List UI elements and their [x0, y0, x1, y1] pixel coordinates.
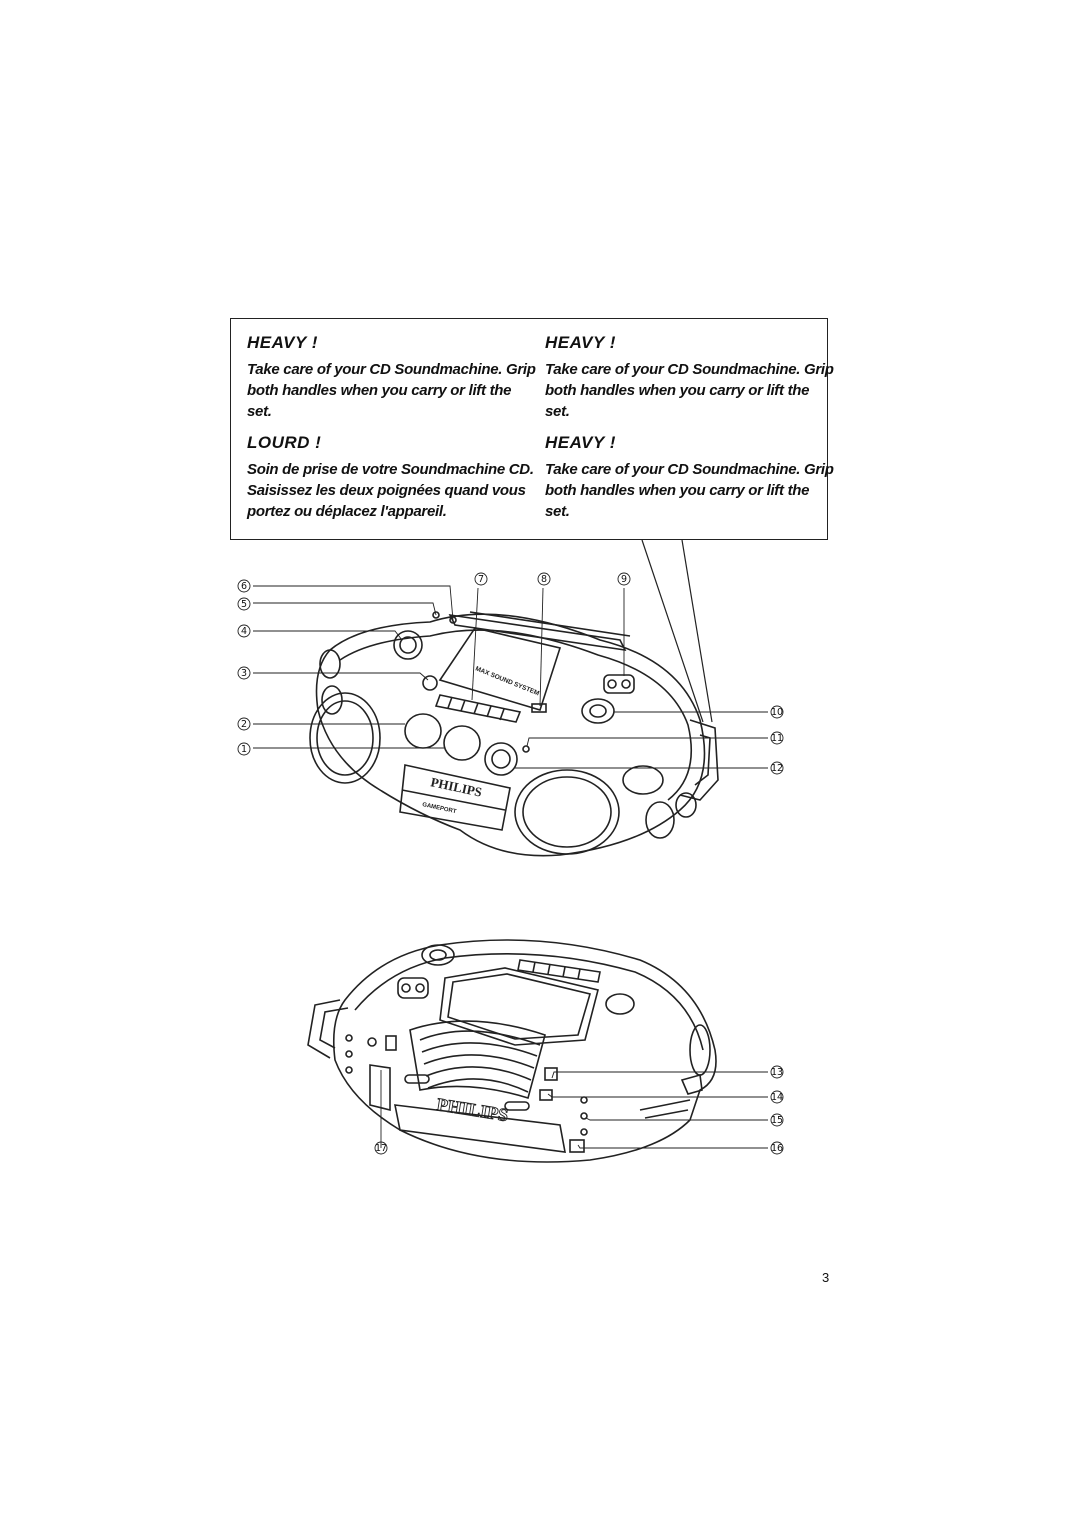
- boombox-rear-illustration: [307, 939, 717, 1163]
- callout-marker: [237, 717, 251, 731]
- page-number: 3: [822, 1270, 830, 1285]
- callout-marker: [237, 597, 251, 611]
- callout-marker: [770, 1141, 784, 1155]
- callout-7: 7: [478, 574, 484, 585]
- warning-block-english-2: HEAVY ! Take care of your CD Soundmachin…: [545, 333, 835, 422]
- warning-block-english-3: HEAVY ! Take care of your CD Soundmachin…: [545, 433, 835, 522]
- warning-title: HEAVY !: [247, 333, 318, 352]
- warning-block-english-1: HEAVY ! Take care of your CD Soundmachin…: [247, 333, 537, 422]
- box-pointer: [641, 539, 713, 723]
- warning-title: LOURD !: [247, 433, 322, 452]
- callout-9: 9: [621, 574, 627, 585]
- warning-box: HEAVY ! Take care of your CD Soundmachin…: [230, 318, 834, 540]
- callout-1: 1: [241, 744, 247, 755]
- callout-marker: [374, 1141, 388, 1155]
- callout-17: 17: [375, 1143, 387, 1154]
- warning-block-french: LOURD ! Soin de prise de votre Soundmach…: [247, 433, 537, 522]
- callout-10: 10: [771, 707, 783, 718]
- callout-2: 2: [241, 719, 247, 730]
- front-model-label: GAMEPORT: [422, 802, 457, 815]
- rear-callout-numbers: 13 14 15 16 17: [375, 1067, 783, 1154]
- callout-4: 4: [241, 626, 247, 637]
- warning-text: Take care of your CD Soundmachine. Grip …: [247, 361, 536, 420]
- boombox-front-illustration: [309, 611, 719, 857]
- front-callout-numbers: 1 2 3 4 5 6 7 8 9 10 11 12: [241, 574, 783, 774]
- warning-text: Take care of your CD Soundmachine. Grip …: [545, 361, 834, 420]
- callout-marker: [237, 579, 251, 593]
- callout-14: 14: [771, 1092, 783, 1103]
- warning-title: HEAVY !: [545, 333, 616, 352]
- front-callouts: [237, 572, 784, 775]
- callout-6: 6: [241, 581, 247, 592]
- callout-marker: [770, 705, 784, 719]
- front-callout-lines: [253, 585, 768, 769]
- callout-16: 16: [771, 1143, 783, 1154]
- callout-marker: [770, 1090, 784, 1104]
- warning-text: Take care of your CD Soundmachine. Grip …: [545, 461, 834, 520]
- callout-marker: [770, 731, 784, 745]
- warning-title: HEAVY !: [545, 433, 616, 452]
- callout-13: 13: [771, 1067, 783, 1078]
- callout-marker: [770, 761, 784, 775]
- callout-marker: [537, 572, 551, 586]
- callout-marker: [237, 666, 251, 680]
- callout-12: 12: [771, 763, 783, 774]
- callout-5: 5: [241, 599, 247, 610]
- callout-marker: [474, 572, 488, 586]
- rear-callouts: [374, 1065, 784, 1155]
- rear-callout-lines: [380, 1070, 768, 1149]
- callout-3: 3: [241, 668, 247, 679]
- callout-marker: [237, 624, 251, 638]
- front-brand-logo: PHILIPS: [429, 774, 483, 799]
- callout-11: 11: [771, 733, 783, 744]
- callout-marker: [770, 1113, 784, 1127]
- callout-8: 8: [541, 574, 547, 585]
- callout-marker: [770, 1065, 784, 1079]
- callout-marker: [617, 572, 631, 586]
- warning-text: Soin de prise de votre Soundmachine CD. …: [247, 461, 534, 520]
- callout-marker: [237, 742, 251, 756]
- rear-brand-logo: PHILIPS: [435, 1094, 509, 1125]
- callout-15: 15: [771, 1115, 783, 1126]
